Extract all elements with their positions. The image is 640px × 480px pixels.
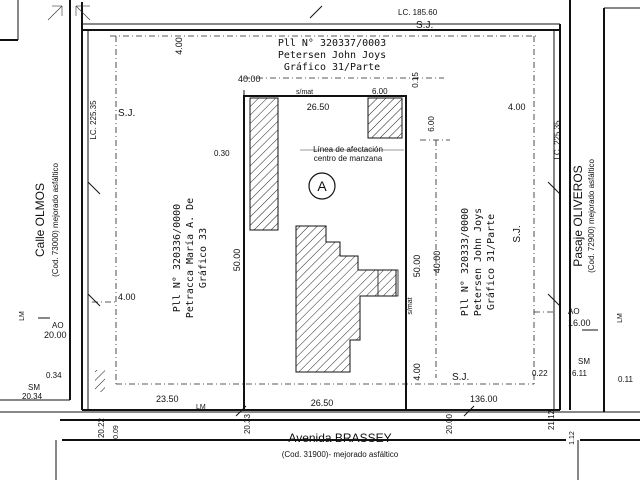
lot-marker-circle: [308, 172, 336, 200]
parcel-west-id: Pll N° 320336/0000: [172, 204, 183, 312]
sj-right: S.J.: [512, 225, 523, 242]
street-west-code: (Cod. 73000) mejorado asfáltico: [51, 163, 60, 277]
dim-offset-right: 4.00: [508, 102, 526, 112]
afectacion-line-1: Línea de afectación: [313, 145, 383, 154]
tick-marks: [38, 5, 598, 417]
dim-2350: 23.50: [156, 394, 179, 404]
corner-markers: [47, 5, 105, 392]
dim-2034: 20.34: [22, 392, 43, 401]
lm-left: LM: [19, 311, 26, 321]
lm-right: LM: [617, 313, 624, 323]
dim-offset-top: 4.00: [174, 37, 184, 55]
dim-034: 0.34: [46, 371, 62, 380]
parcel-east: Pll N° 320333/0000 Petersen John Joys Gr…: [460, 208, 497, 316]
lm-bottom: LM: [196, 404, 206, 411]
dim-right-height: 50.00: [412, 255, 422, 278]
reference-labels: LC. 185.60 LC. 225.35 LC. 225.35 S.J. S.…: [19, 8, 624, 411]
dim-b2033: 20.33: [243, 413, 252, 434]
dim-b2022: 20.22: [97, 417, 106, 438]
dim-b112: 1.12: [569, 431, 576, 445]
dim-bottom-width: 26.50: [311, 398, 334, 408]
parcel-north-owner: Petersen John Joys: [278, 50, 386, 61]
sm-left: SM: [28, 383, 40, 392]
smat-right: s/mat: [407, 297, 414, 314]
smat-top: s/mat: [296, 89, 313, 96]
sj-bottom: S.J.: [452, 372, 469, 383]
dim-611: 6.11: [572, 369, 588, 378]
dimension-labels: 26.50 26.50 50.00 50.00 40.00 4.00 4.00 …: [22, 37, 634, 445]
dim-b2000: 20.00: [445, 413, 454, 434]
dim-030: 0.30: [214, 149, 230, 158]
parcel-east-grafico: Gráfico 31/Parte: [485, 214, 497, 310]
street-east-name: Pasaje OLIVEROS: [571, 165, 585, 266]
street-west: Calle OLMOS (Cod. 73000) mejorado asfált…: [33, 163, 60, 277]
dim-011: 0.11: [618, 375, 634, 384]
dim-b2112: 21.12: [547, 409, 556, 430]
dim-b009: 0.09: [113, 425, 120, 439]
dim-ao-left: 20.00: [44, 330, 67, 340]
street-east: Pasaje OLIVEROS (Cod. 72900) mejorado as…: [571, 159, 596, 273]
dim-offset-left: 4.00: [118, 292, 136, 302]
dim-left-height: 50.00: [232, 249, 242, 272]
parcel-north-id: Pll N° 320337/0003: [278, 38, 386, 49]
offset-lines: [92, 35, 554, 386]
lc-left-label: LC. 225.35: [89, 100, 98, 140]
dim-top-width: 26.50: [307, 102, 330, 112]
sj-top: S.J.: [416, 20, 433, 31]
ao-left: AO: [52, 321, 64, 330]
parcel-north-grafico: Gráfico 31/Parte: [284, 61, 380, 73]
parcel-east-id: Pll N° 320333/0000: [460, 208, 471, 316]
lc-top-label: LC. 185.60: [398, 8, 438, 17]
street-east-code: (Cod. 72900) mejorado asfáltico: [587, 159, 596, 273]
dim-ao-right: 16.00: [568, 318, 591, 328]
sj-left: S.J.: [118, 108, 135, 119]
parcel-east-owner: Petersen John Joys: [473, 208, 484, 316]
ao-right: AO: [568, 307, 580, 316]
parcel-west-grafico: Gráfico 33: [197, 228, 209, 288]
dim-inner-right: 40.00: [432, 251, 442, 274]
street-south-name: Avenida BRASSEY: [288, 431, 391, 445]
lc-right-label: LC. 225.35: [553, 120, 562, 160]
dim-6-top: 6.00: [372, 87, 388, 96]
dim-13600: 136.00: [470, 394, 498, 404]
street-west-name: Calle OLMOS: [33, 183, 47, 257]
built-areas: [249, 97, 403, 373]
sm-right: SM: [578, 357, 590, 366]
dim-6-side: 6.00: [427, 116, 436, 132]
parcel-north: Pll N° 320337/0003 Petersen John Joys Gr…: [278, 38, 386, 73]
dim-40: 40.00: [238, 74, 261, 84]
dim-015: 0.15: [411, 72, 420, 88]
parcel-west-owner: Petracca María A. De: [184, 198, 196, 318]
dim-offset-bottom: 4.00: [412, 363, 422, 381]
lot-id: A: [317, 178, 327, 194]
dim-022: 0.22: [532, 369, 548, 378]
parcel-west: Pll N° 320336/0000 Petracca María A. De …: [172, 198, 209, 318]
street-south-code: (Cod. 31900)- mejorado asfáltico: [282, 450, 399, 459]
afectacion-line-2: centro de manzana: [314, 154, 383, 163]
